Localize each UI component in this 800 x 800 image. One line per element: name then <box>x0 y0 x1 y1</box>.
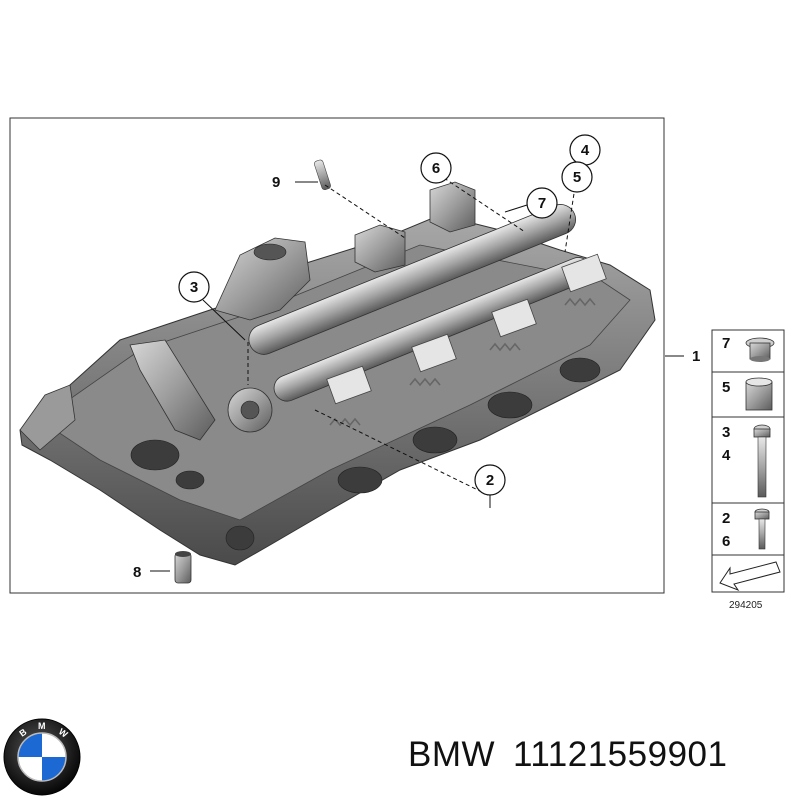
svg-text:2: 2 <box>722 510 730 527</box>
callout-2: 2 <box>474 464 506 496</box>
svg-text:5: 5 <box>722 379 730 396</box>
svg-text:9: 9 <box>272 174 280 191</box>
callout-6: 6 <box>420 152 452 184</box>
svg-text:7: 7 <box>538 195 546 212</box>
sleeve-icon <box>745 377 773 411</box>
long-bolt-icon <box>753 424 771 498</box>
legend-row-7: 7 <box>722 335 775 362</box>
svg-text:4: 4 <box>722 447 731 464</box>
diagram-id: 294205 <box>729 600 763 611</box>
short-bolt-icon <box>754 508 770 550</box>
svg-text:2: 2 <box>486 472 494 489</box>
callout-3: 3 <box>178 271 210 303</box>
svg-text:8: 8 <box>133 564 141 581</box>
part-number-caption: BMW 11121559901 <box>408 735 788 775</box>
svg-text:5: 5 <box>573 169 581 186</box>
cylinder-head-illustration <box>19 159 656 584</box>
svg-text:4: 4 <box>581 142 590 159</box>
legend-row-2-6: 2 6 <box>722 508 770 550</box>
callout-1: 1 <box>692 348 700 365</box>
legend-row-5: 5 <box>722 377 773 411</box>
svg-text:6: 6 <box>432 160 440 177</box>
callout-8: 8 <box>133 564 141 581</box>
cap-plug-icon <box>745 337 775 362</box>
svg-text:6: 6 <box>722 533 730 550</box>
caption-part-number: 11121559901 <box>513 735 728 774</box>
bmw-logo: B M W <box>3 718 81 796</box>
svg-text:3: 3 <box>190 279 198 296</box>
svg-text:1: 1 <box>692 348 700 365</box>
callout-4: 4 <box>569 134 601 166</box>
svg-text:M: M <box>38 721 46 731</box>
leader-lines <box>150 177 684 572</box>
diagram-frame <box>9 117 665 594</box>
callout-7: 7 <box>526 187 558 219</box>
direction-arrow-icon <box>719 561 781 592</box>
parts-legend: 7 5 3 4 2 6 <box>711 329 785 593</box>
svg-text:B: B <box>17 726 28 738</box>
svg-text:7: 7 <box>722 335 730 352</box>
legend-row-3-4: 3 4 <box>722 424 771 498</box>
callout-9: 9 <box>272 174 280 191</box>
callout-5: 5 <box>561 161 593 193</box>
caption-brand: BMW <box>408 735 496 774</box>
svg-text:3: 3 <box>722 424 730 441</box>
